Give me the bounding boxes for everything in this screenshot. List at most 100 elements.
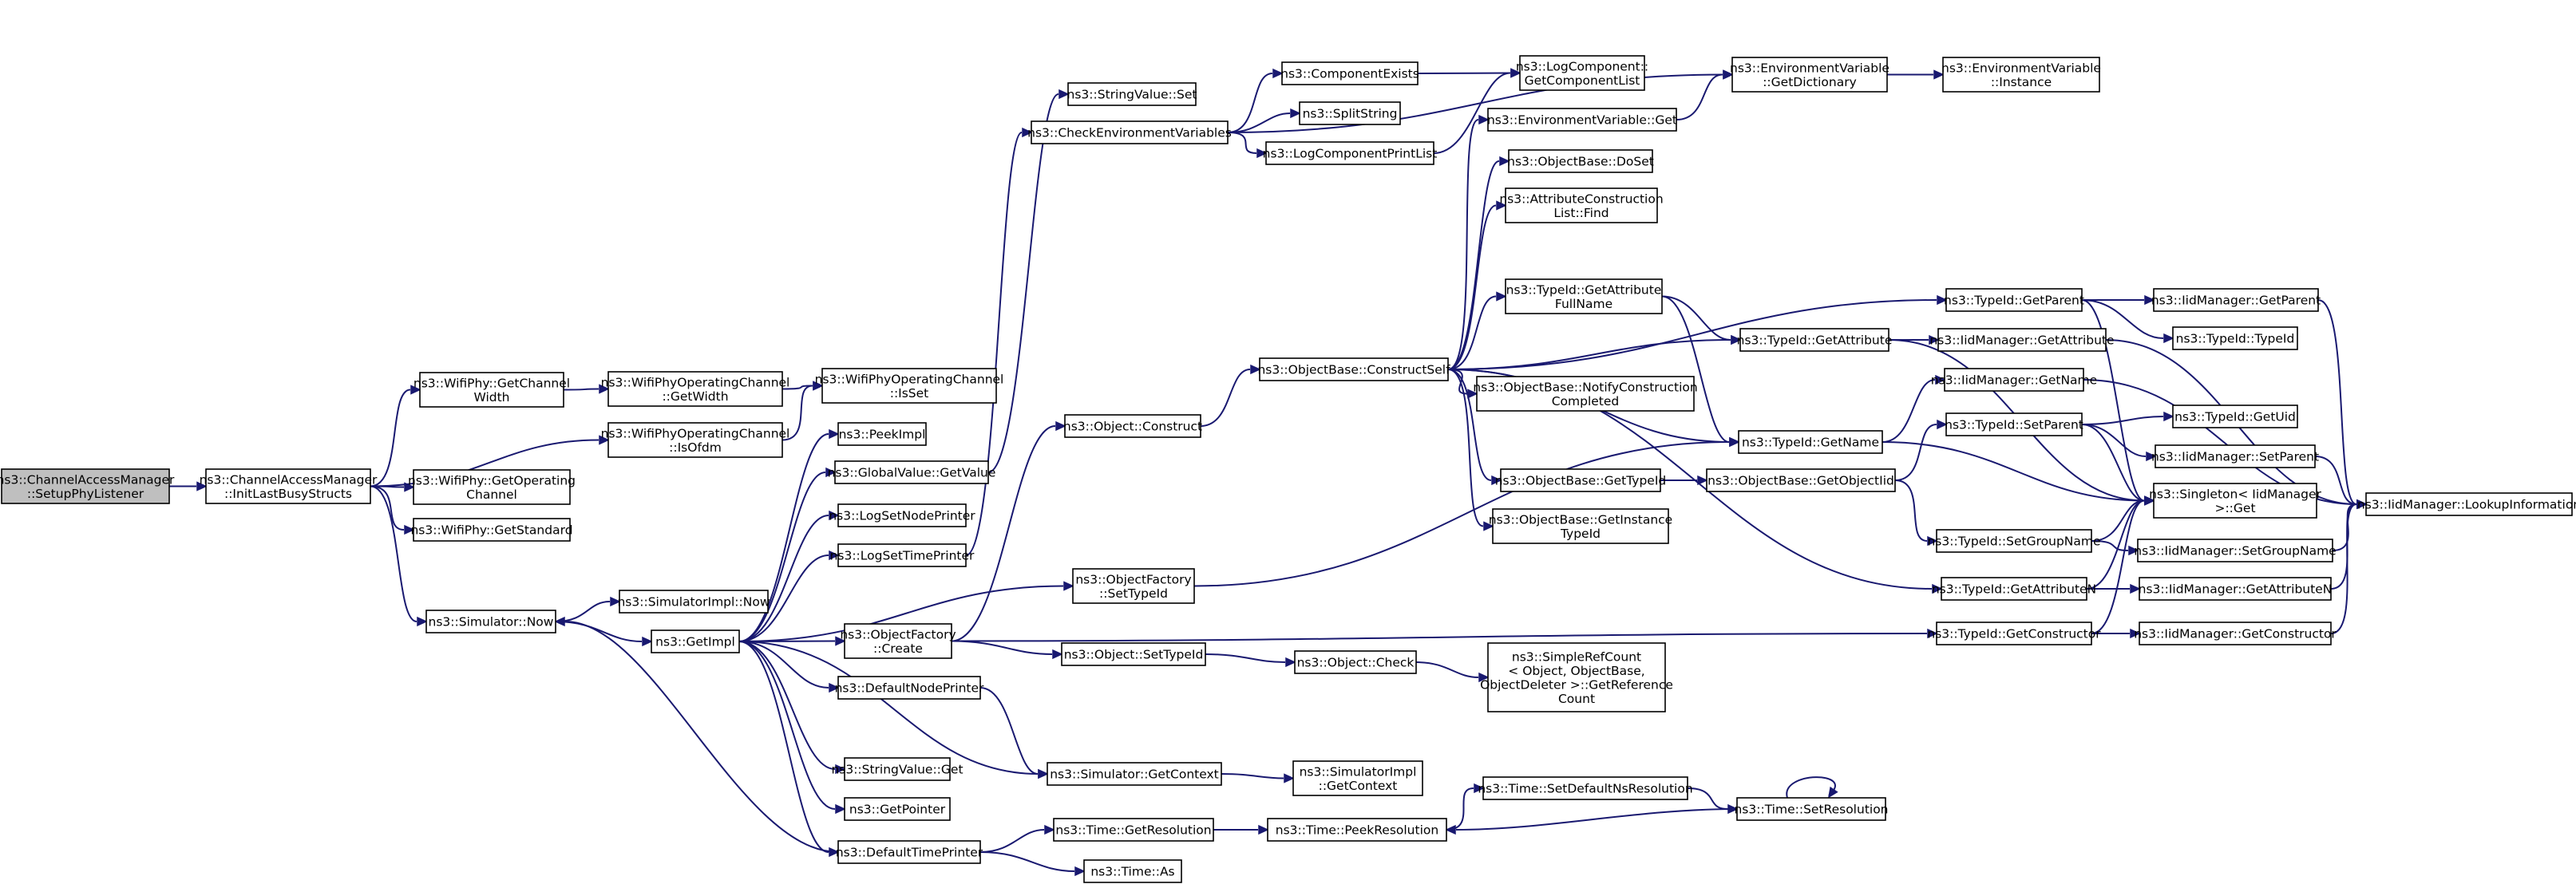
graph-node[interactable]: ns3::LogComponentPrintList (1263, 141, 1438, 165)
graph-node[interactable]: ns3::SimulatorImpl::Now (617, 590, 770, 614)
graph-node[interactable]: ns3::Object::SetTypeId (1061, 642, 1206, 666)
edge-line (965, 132, 1023, 556)
graph-node[interactable]: ns3::StringValue::Set (1067, 82, 1197, 106)
edge-line (738, 641, 1039, 775)
edge-line (1676, 73, 1723, 120)
graph-node[interactable]: ns3::IidManager::GetConstructor (2134, 622, 2337, 645)
graph-node[interactable]: ns3::WifiPhyOperatingChannel::IsSet (815, 368, 1004, 404)
node-box (1738, 430, 1883, 454)
graph-node[interactable]: ns3::ObjectBase::GetObjectIid (1706, 468, 1896, 492)
edge-n10-n19 (738, 641, 840, 858)
graph-node[interactable]: ns3::StringValue::Get (831, 757, 964, 781)
edge-n31-n36 (1447, 114, 1490, 370)
graph-node[interactable]: ns3::Singleton< IidManager>::Get (2149, 483, 2322, 519)
graph-node[interactable]: ns3::Simulator::GetContext (1047, 762, 1222, 786)
node-box (1505, 187, 1658, 223)
graph-node[interactable]: ns3::Simulator::Now (425, 610, 556, 633)
graph-node[interactable]: ns3::IidManager::SetParent (2151, 444, 2319, 468)
graph-node[interactable]: ns3::Time::SetDefaultNsResolution (1478, 776, 1693, 800)
graph-node[interactable]: ns3::TypeId::GetParent (1944, 288, 2084, 312)
edge-n26-n34 (1213, 824, 1269, 835)
edge-line (1882, 441, 2145, 502)
graph-node[interactable]: ns3::ComponentExists (1280, 61, 1419, 85)
graph-node[interactable]: ns3::ObjectBase::DoSet (1507, 149, 1654, 173)
graph-node[interactable]: ns3::ObjectBase::ConstructSelf (1257, 357, 1450, 381)
node-label: ns3::TypeId::GetAttribute (1737, 333, 1893, 348)
graph-node[interactable]: ns3::GetPointer (844, 797, 951, 821)
graph-node[interactable]: ns3::SplitString (1299, 101, 1401, 125)
node-box (837, 543, 967, 567)
node-label: ns3::ObjectBase::ConstructSelf (1257, 363, 1450, 377)
graph-root-node[interactable]: ns3::ChannelAccessManager::SetupPhyListe… (0, 468, 175, 504)
edge-n31-n47 (1447, 334, 1742, 370)
graph-node[interactable]: ns3::TypeId::GetAttribute (1737, 328, 1893, 352)
graph-node[interactable]: ns3::TypeId::GetName (1738, 430, 1883, 454)
graph-node[interactable]: ns3::LogSetNodePrinter (829, 503, 975, 527)
node-box (607, 422, 783, 458)
graph-node[interactable]: ns3::CheckEnvironmentVariables (1027, 120, 1232, 144)
graph-node[interactable]: ns3::Time::PeekResolution (1267, 818, 1447, 842)
graph-node[interactable]: ns3::Object::Construct (1063, 414, 1202, 438)
node-box (1936, 529, 2092, 553)
graph-node[interactable]: ns3::LogComponent::GetComponentList (1516, 55, 1648, 91)
edge-line (370, 389, 411, 487)
node-box (1299, 101, 1401, 125)
node-label: ns3::Singleton< IidManager (2149, 487, 2321, 501)
edge-arrowhead (404, 524, 415, 535)
graph-node[interactable]: ns3::IidManager::GetAttribute (1929, 328, 2115, 352)
graph-node[interactable]: ns3::TypeId::SetGroupName (1927, 529, 2101, 553)
graph-node[interactable]: ns3::IidManager::GetParent (2151, 288, 2321, 312)
graph-node[interactable]: ns3::Time::GetResolution (1053, 818, 1214, 842)
node-label: ns3::EnvironmentVariable::Get (1487, 113, 1677, 128)
node-box (837, 676, 981, 700)
graph-node[interactable]: ns3::ObjectFactory::SetTypeId (1072, 568, 1195, 604)
graph-node[interactable]: ns3::ObjectFactory::Create (840, 623, 956, 659)
graph-node[interactable]: ns3::EnvironmentVariable::GetDictionary (1730, 57, 1889, 93)
graph-node[interactable]: ns3::TypeId::SetParent (1945, 412, 2083, 436)
node-box (1482, 776, 1688, 800)
graph-node[interactable]: ns3::GlobalValue::GetValue (828, 460, 996, 484)
graph-node[interactable]: ns3::GetImpl (651, 629, 740, 653)
graph-node[interactable]: ns3::SimpleRefCount< Object, ObjectBase,… (1480, 642, 1673, 712)
graph-node[interactable]: ns3::WifiPhyOperatingChannel::GetWidth (601, 371, 790, 407)
node-box (1945, 288, 2083, 312)
graph-node[interactable]: ns3::EnvironmentVariable::Get (1487, 108, 1677, 132)
graph-node[interactable]: ns3::ChannelAccessManager::InitLastBusyS… (200, 468, 378, 504)
graph-node[interactable]: ns3::IidManager::SetGroupName (2134, 539, 2337, 562)
graph-node[interactable]: ns3::TypeId::TypeId (2172, 326, 2298, 350)
graph-node[interactable]: ns3::Time::As (1083, 859, 1182, 883)
edge-arrowhead (2163, 411, 2174, 422)
edge-line (979, 829, 1045, 853)
edge-arrowhead (1723, 69, 1734, 80)
node-box (1292, 760, 1423, 796)
graph-node[interactable]: ns3::SimulatorImpl::GetContext (1292, 760, 1423, 796)
graph-node[interactable]: ns3::WifiPhy::GetStandard (410, 518, 573, 542)
node-label: FullName (1555, 297, 1612, 311)
graph-node[interactable]: ns3::TypeId::GetUid (2172, 405, 2298, 428)
graph-node[interactable]: ns3::WifiPhyOperatingChannel::IsOfdm (601, 422, 790, 458)
graph-node[interactable]: ns3::TypeId::GetAttributeN (1932, 577, 2096, 601)
graph-node[interactable]: ns3::TypeId::GetConstructor (1927, 622, 2101, 645)
node-label: ns3::DefaultNodePrinter (835, 681, 984, 696)
graph-node[interactable]: ns3::PeekImpl (837, 422, 927, 446)
edge-line (1446, 787, 1474, 831)
graph-node[interactable]: ns3::DefaultNodePrinter (835, 676, 984, 700)
node-box (837, 503, 967, 527)
edge-n10-n23 (738, 581, 1074, 642)
graph-node[interactable]: ns3::IidManager::GetName (1931, 368, 2097, 392)
graph-node[interactable]: ns3::IidManager::LookupInformation (2357, 492, 2576, 516)
graph-node[interactable]: ns3::EnvironmentVariable::Instance (1941, 57, 2101, 93)
graph-node[interactable]: ns3::ObjectBase::NotifyConstructionCompl… (1473, 376, 1698, 412)
graph-node[interactable]: ns3::Time::SetResolution (1734, 797, 1889, 821)
graph-node[interactable]: ns3::IidManager::GetAttributeN (2139, 577, 2333, 601)
graph-node[interactable]: ns3::ObjectBase::GetTypeId (1495, 468, 1667, 492)
graph-node[interactable]: ns3::DefaultTimePrinter (836, 840, 983, 864)
edge-line (979, 687, 1039, 775)
graph-node[interactable]: ns3::LogSetTimePrinter (830, 543, 975, 567)
graph-node[interactable]: ns3::Object::Check (1294, 650, 1417, 674)
